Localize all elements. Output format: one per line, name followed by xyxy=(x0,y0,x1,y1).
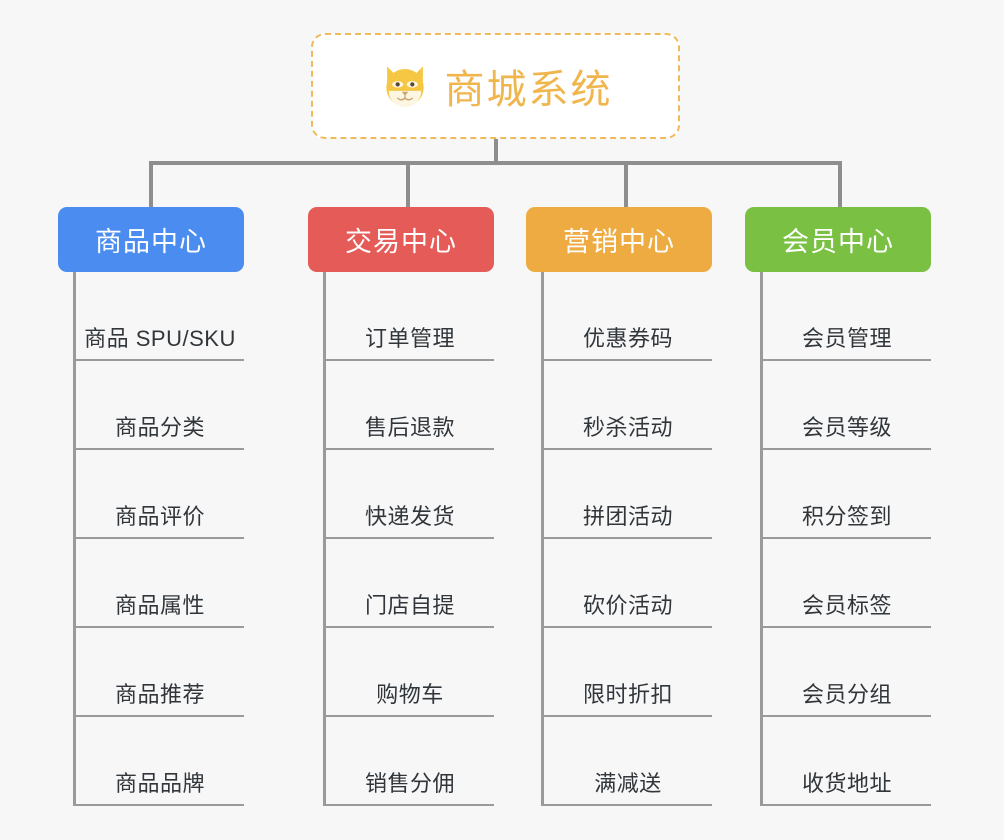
connector-drop-3 xyxy=(624,161,628,209)
connector-drop-4 xyxy=(838,161,842,209)
leaf-item[interactable]: 商品分类 xyxy=(76,361,244,450)
leaf-item[interactable]: 购物车 xyxy=(326,628,494,717)
leaf-item[interactable]: 满减送 xyxy=(544,717,712,806)
connector-drop-1 xyxy=(149,161,153,209)
leaf-list-1: 商品 SPU/SKU 商品分类商品评价商品属性商品推荐商品品牌 xyxy=(73,272,244,806)
leaf-item[interactable]: 优惠券码 xyxy=(544,272,712,361)
leaf-item[interactable]: 售后退款 xyxy=(326,361,494,450)
category-label: 商品中心 xyxy=(95,227,207,257)
category-box-3[interactable]: 营销中心 xyxy=(526,207,712,272)
dog-face-icon xyxy=(379,60,431,112)
leaf-item-label: 砍价活动 xyxy=(582,593,673,618)
leaf-item-label: 销售分佣 xyxy=(364,771,455,796)
leaf-item-label: 商品品牌 xyxy=(114,771,205,796)
leaf-item-label: 快递发货 xyxy=(364,504,455,529)
leaf-item-label: 拼团活动 xyxy=(582,504,673,529)
leaf-item-label: 积分签到 xyxy=(801,504,892,529)
leaf-item[interactable]: 订单管理 xyxy=(326,272,494,361)
leaf-item-label: 收货地址 xyxy=(801,771,892,796)
leaf-item[interactable]: 商品 SPU/SKU xyxy=(76,272,244,361)
leaf-item[interactable]: 砍价活动 xyxy=(544,539,712,628)
category-box-4[interactable]: 会员中心 xyxy=(745,207,931,272)
leaf-item-label: 限时折扣 xyxy=(582,682,673,707)
leaf-item-label: 会员管理 xyxy=(801,326,892,351)
leaf-item-label: 秒杀活动 xyxy=(582,415,673,440)
leaf-item-label: 会员分组 xyxy=(801,682,892,707)
leaf-item[interactable]: 会员等级 xyxy=(763,361,931,450)
column-4: 会员中心会员管理会员等级积分签到会员标签会员分组收货地址 xyxy=(745,207,931,806)
leaf-item[interactable]: 会员分组 xyxy=(763,628,931,717)
leaf-item-label: 订单管理 xyxy=(364,326,455,351)
leaf-item[interactable]: 快递发货 xyxy=(326,450,494,539)
leaf-item[interactable]: 销售分佣 xyxy=(326,717,494,806)
leaf-item[interactable]: 限时折扣 xyxy=(544,628,712,717)
leaf-item-label: 优惠券码 xyxy=(582,326,673,351)
leaf-item[interactable]: 商品评价 xyxy=(76,450,244,539)
category-label: 会员中心 xyxy=(782,227,894,257)
leaf-item[interactable]: 商品品牌 xyxy=(76,717,244,806)
leaf-item-label: 商品属性 xyxy=(114,593,205,618)
root-node-title: 商城系统 xyxy=(444,68,613,112)
leaf-item-label: 商品分类 xyxy=(114,415,205,440)
leaf-item-label: 会员标签 xyxy=(801,593,892,618)
root-node-mall-system[interactable]: 商城系统 xyxy=(311,33,680,139)
leaf-item[interactable]: 拼团活动 xyxy=(544,450,712,539)
leaf-item[interactable]: 收货地址 xyxy=(763,717,931,806)
leaf-item[interactable]: 会员标签 xyxy=(763,539,931,628)
category-label: 营销中心 xyxy=(563,227,675,257)
leaf-item-label: 商品评价 xyxy=(114,504,205,529)
leaf-item-label: 购物车 xyxy=(376,682,444,707)
category-box-2[interactable]: 交易中心 xyxy=(308,207,494,272)
leaf-item[interactable]: 商品属性 xyxy=(76,539,244,628)
connector-root-stem xyxy=(494,139,498,164)
leaf-item[interactable]: 秒杀活动 xyxy=(544,361,712,450)
category-label: 交易中心 xyxy=(345,227,457,257)
connector-horizontal-bus xyxy=(149,161,841,165)
leaf-item[interactable]: 商品推荐 xyxy=(76,628,244,717)
leaf-item-label: 满减送 xyxy=(594,771,662,796)
leaf-item[interactable]: 门店自提 xyxy=(326,539,494,628)
leaf-item-label: 商品推荐 xyxy=(114,682,205,707)
column-1: 商品中心商品 SPU/SKU 商品分类商品评价商品属性商品推荐商品品牌 xyxy=(58,207,244,806)
leaf-list-3: 优惠券码秒杀活动拼团活动砍价活动限时折扣满减送 xyxy=(541,272,712,806)
leaf-list-2: 订单管理售后退款快递发货门店自提购物车销售分佣 xyxy=(323,272,494,806)
leaf-item-label: 售后退款 xyxy=(364,415,455,440)
category-box-1[interactable]: 商品中心 xyxy=(58,207,244,272)
leaf-list-4: 会员管理会员等级积分签到会员标签会员分组收货地址 xyxy=(760,272,931,806)
column-3: 营销中心优惠券码秒杀活动拼团活动砍价活动限时折扣满减送 xyxy=(526,207,712,806)
leaf-item-label: 商品 SPU/SKU xyxy=(84,326,236,351)
connector-drop-2 xyxy=(406,161,410,209)
leaf-item-label: 门店自提 xyxy=(364,593,455,618)
leaf-item[interactable]: 会员管理 xyxy=(763,272,931,361)
leaf-item-label: 会员等级 xyxy=(801,415,892,440)
column-2: 交易中心订单管理售后退款快递发货门店自提购物车销售分佣 xyxy=(308,207,494,806)
leaf-item[interactable]: 积分签到 xyxy=(763,450,931,539)
